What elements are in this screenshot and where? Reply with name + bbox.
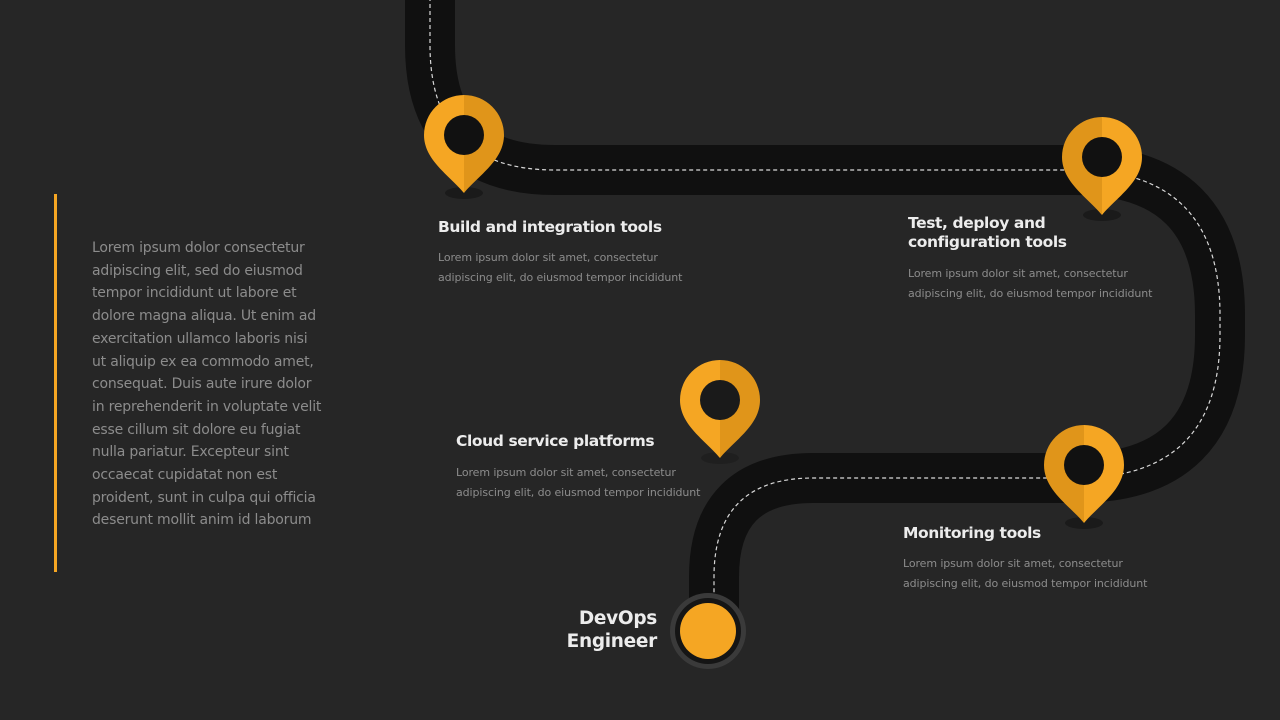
milestone-title-monitoring: Monitoring tools: [903, 524, 1041, 542]
milestone-title-test-deploy: Test, deploy and configuration tools: [908, 214, 1067, 251]
road-path: [405, 0, 1245, 632]
milestone-description-cloud: Lorem ipsum dolor sit amet, consectetur …: [456, 466, 701, 499]
location-pin-icon: [1044, 425, 1124, 529]
milestone-description-monitoring: Lorem ipsum dolor sit amet, consectetur …: [903, 557, 1148, 590]
milestone-description-build: Lorem ipsum dolor sit amet, consectetur …: [438, 251, 683, 284]
milestone-title-cloud: Cloud service platforms: [456, 432, 655, 450]
goal-marker-icon: [670, 593, 746, 669]
road-center-line: [429, 0, 1221, 632]
milestone-description-test-deploy: Lorem ipsum dolor sit amet, consectetur …: [908, 267, 1153, 300]
location-pin-icon: [424, 95, 504, 199]
accent-bar: [54, 194, 57, 572]
location-pin-icon: [680, 360, 760, 464]
goal-label: DevOps Engineer: [566, 608, 658, 652]
location-pin-icon: [1062, 117, 1142, 221]
milestone-title-build: Build and integration tools: [438, 218, 662, 236]
intro-paragraph: Lorem ipsum dolor consectetur adipiscing…: [92, 240, 322, 529]
